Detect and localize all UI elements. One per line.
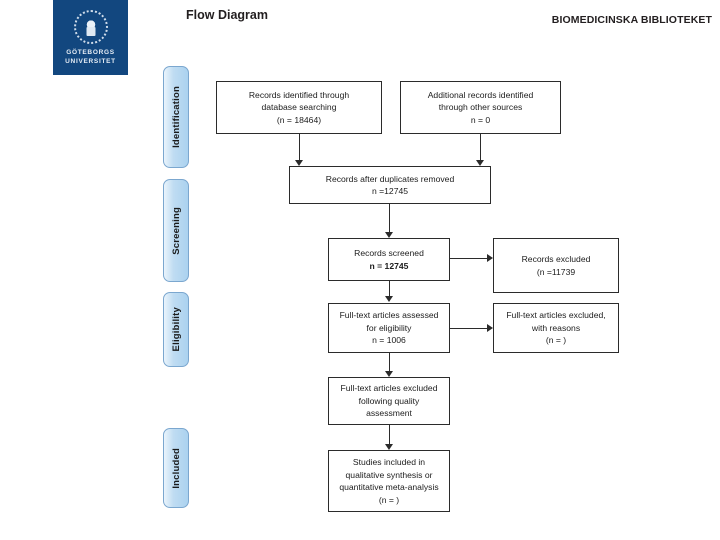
node-studies-included: Studies included in qualitative synthesi… xyxy=(328,450,450,512)
arrowhead-down-icon xyxy=(385,232,393,238)
logo-wordmark-line1: GÖTEBORGS xyxy=(66,48,115,56)
node-line: Records after duplicates removed xyxy=(325,173,455,184)
arrowhead-down-icon xyxy=(385,444,393,450)
stage-included: Included xyxy=(163,428,189,508)
university-logo: GÖTEBORGS UNIVERSITET xyxy=(53,0,128,75)
node-line: (n = ) xyxy=(378,494,400,505)
connector-quality-to-included xyxy=(389,425,390,446)
connector-duplicates-to-screened xyxy=(389,204,390,234)
stage-screening: Screening xyxy=(163,179,189,282)
node-records-screened: Records screened n = 12745 xyxy=(328,238,450,281)
arrowhead-down-icon xyxy=(476,160,484,166)
arrowhead-right-icon xyxy=(487,254,493,262)
library-name-label: BIOMEDICINSKA BIBLIOTEKET xyxy=(551,14,712,26)
stage-eligibility: Eligibility xyxy=(163,292,189,367)
connector-assessed-to-excluded-reasons xyxy=(450,328,487,329)
node-line: for eligibility xyxy=(366,322,412,333)
arrowhead-down-icon xyxy=(385,296,393,302)
node-line: through other sources xyxy=(438,102,523,113)
connector-assessed-to-quality xyxy=(389,353,390,373)
stage-label: Identification xyxy=(170,86,182,148)
node-line: n = 1006 xyxy=(372,335,406,346)
node-line: assessment xyxy=(366,408,412,419)
node-line: qualitative synthesis or xyxy=(345,469,433,480)
node-database-search: Records identified through database sear… xyxy=(216,81,382,134)
node-line: n = 12745 xyxy=(369,260,409,271)
logo-wordmark-line2: UNIVERSITET xyxy=(65,57,116,65)
node-line: quantitative meta-analysis xyxy=(339,482,439,492)
arrowhead-down-icon xyxy=(385,371,393,377)
node-line: Records identified through xyxy=(248,89,350,100)
node-line: Additional records identified xyxy=(427,89,534,100)
connector-db-to-duplicates xyxy=(299,134,300,162)
node-line: Full-text articles assessed xyxy=(339,310,439,321)
university-crest-icon xyxy=(73,9,108,44)
node-line: (n = 18464) xyxy=(276,114,322,125)
node-fulltext-assessed: Full-text articles assessed for eligibil… xyxy=(328,303,450,353)
node-other-sources: Additional records identified through ot… xyxy=(400,81,561,134)
node-duplicates-removed: Records after duplicates removed n =1274… xyxy=(289,166,491,204)
node-records-excluded: Records excluded (n =11739 xyxy=(493,238,619,293)
arrowhead-down-icon xyxy=(295,160,303,166)
node-fulltext-excluded-reasons: Full-text articles excluded, with reason… xyxy=(493,303,619,353)
node-line: Full-text articles excluded, xyxy=(506,310,606,321)
connector-screened-to-excluded xyxy=(450,258,487,259)
node-line: (n =11739 xyxy=(536,266,576,277)
node-line: n = 0 xyxy=(470,114,491,125)
stage-identification: Identification xyxy=(163,66,189,168)
node-line: Records excluded xyxy=(521,254,591,264)
connector-screened-to-eligibility xyxy=(389,281,390,298)
node-line: Studies included in xyxy=(352,457,426,467)
stage-label: Eligibility xyxy=(170,307,182,352)
stage-label: Screening xyxy=(170,206,182,255)
node-line: database searching xyxy=(261,102,337,113)
connector-other-to-duplicates xyxy=(480,134,481,162)
node-line: (n = ) xyxy=(545,335,567,346)
page-title: Flow Diagram xyxy=(186,8,268,22)
node-line: Records screened xyxy=(354,248,424,258)
node-line: n =12745 xyxy=(371,186,409,196)
node-line: with reasons xyxy=(531,322,581,333)
node-line: following quality xyxy=(358,395,420,406)
stage-label: Included xyxy=(170,447,182,489)
node-line: Full-text articles excluded xyxy=(340,383,438,394)
arrowhead-right-icon xyxy=(487,324,493,332)
node-fulltext-excluded-quality: Full-text articles excluded following qu… xyxy=(328,377,450,425)
